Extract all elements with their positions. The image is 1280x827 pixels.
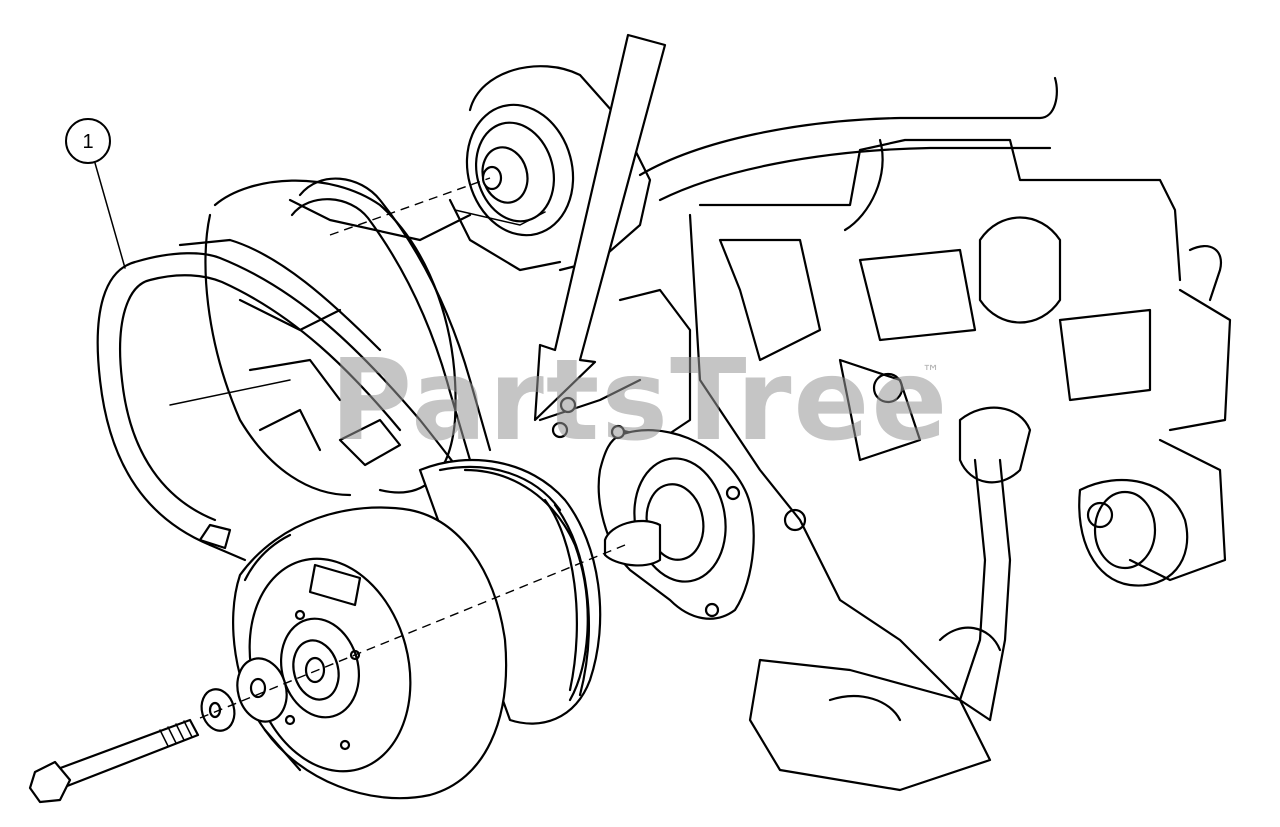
- parts-tree-watermark: PartsTree: [330, 336, 950, 466]
- callout-number: 1: [82, 131, 93, 153]
- bearing-flange: [551, 396, 755, 620]
- engine-block: [538, 76, 1232, 792]
- idler-pulley: [448, 65, 652, 272]
- callout-1: 1: [65, 118, 126, 269]
- fan-wheel: [169, 179, 457, 497]
- large-washer: [236, 657, 288, 723]
- clutch-pulley: [232, 458, 602, 800]
- direction-arrow: [533, 33, 667, 422]
- assembly-centerline: [199, 544, 626, 719]
- idler-centerline: [329, 177, 491, 236]
- mounting-bolt: [28, 718, 200, 804]
- drive-belt: [96, 177, 502, 562]
- trademark-symbol: ™: [922, 362, 940, 383]
